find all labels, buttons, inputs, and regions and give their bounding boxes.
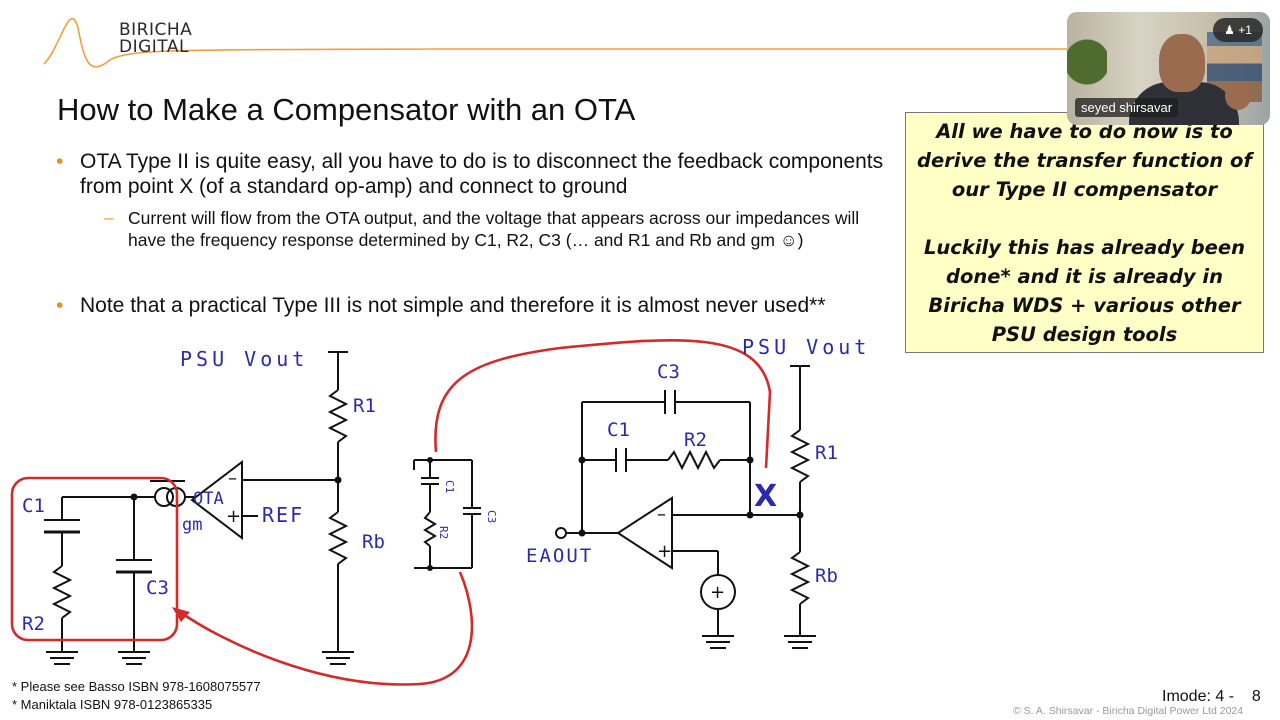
video-tile[interactable]: seyed shirsavar ♟ +1 — [1067, 12, 1270, 125]
slide-title: How to Make a Compensator with an OTA — [57, 92, 636, 127]
label-c1-left: C1 — [22, 495, 45, 517]
bullet-ota-type2: OTA Type II is quite easy, all you have … — [80, 150, 884, 198]
opamp-plus-sign: + — [657, 541, 672, 562]
ota-minus-sign: – — [228, 468, 237, 489]
sub-bullet-current-flow: Current will flow from the OTA output, a… — [128, 208, 860, 250]
bullet-type3-note: Note that a practical Type III is not si… — [80, 294, 826, 317]
participant-hand — [1225, 82, 1251, 110]
label-ref: REF — [262, 503, 304, 527]
callout-paragraph-2: Luckily this has already been done* and … — [923, 236, 1246, 346]
label-c3-mid: C3 — [485, 510, 498, 523]
callout-paragraph-1: All we have to do now is to derive the t… — [917, 120, 1252, 201]
bullet-marker: • — [56, 294, 64, 317]
point-x-marker: X — [754, 479, 777, 514]
bullet-marker: • — [56, 150, 64, 173]
label-c3-right: C3 — [657, 361, 680, 383]
footnote-basso: * Please see Basso ISBN 978-1608075577 — [12, 679, 261, 694]
ota-plus-sign: + — [226, 506, 241, 527]
logo-swoosh — [43, 18, 1070, 68]
participant-name-tag: seyed shirsavar — [1075, 98, 1179, 117]
label-r2-right: R2 — [684, 429, 707, 451]
label-ota: OTA — [193, 489, 224, 509]
label-c1-mid: C1 — [443, 480, 456, 493]
company-logo: BIRICHA DIGITAL — [40, 8, 1280, 88]
logo-text-line2: DIGITAL — [119, 37, 189, 57]
footnote-maniktala: * Maniktala ISBN 978-0123865335 — [12, 697, 213, 712]
label-r1-right: R1 — [815, 442, 838, 464]
label-c1-right: C1 — [607, 419, 630, 441]
participant-head — [1159, 34, 1205, 92]
label-r2-left: R2 — [22, 613, 45, 635]
background-plant — [1067, 22, 1107, 102]
vref-source-plus: + — [710, 582, 725, 603]
label-c3-left: C3 — [146, 577, 169, 599]
label-r1-left: R1 — [353, 395, 376, 417]
label-gm: gm — [182, 515, 202, 535]
label-rb-right: Rb — [815, 565, 838, 587]
sub-bullet-marker: – — [104, 208, 114, 227]
label-rb-left: Rb — [362, 531, 385, 553]
opamp-minus-sign: – — [657, 504, 666, 525]
participant-count: +1 — [1238, 23, 1252, 37]
label-psu-vout-right: PSU Vout — [742, 335, 870, 359]
person-icon: ♟ — [1224, 23, 1235, 37]
copyright-notice: © S. A. Shirsavar - Biricha Digital Powe… — [1013, 705, 1244, 717]
callout-box: All we have to do now is to derive the t… — [905, 112, 1264, 353]
label-eaout: EAOUT — [526, 545, 593, 567]
slide-page-info: Imode: 4 - 8 — [1162, 688, 1261, 705]
participant-count-button[interactable]: ♟ +1 — [1213, 18, 1263, 42]
logo-text-line1: BIRICHA — [119, 20, 193, 40]
label-r2-mid: R2 — [437, 526, 450, 539]
label-psu-vout-left: PSU Vout — [180, 347, 308, 371]
